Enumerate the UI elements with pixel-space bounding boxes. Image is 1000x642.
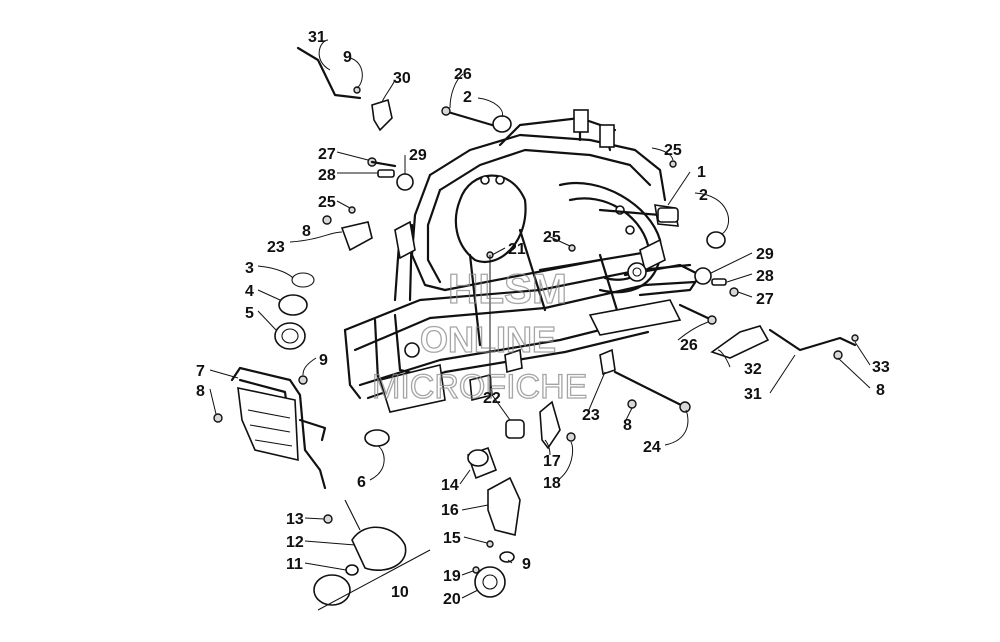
main-frame (343, 109, 702, 413)
callout-14: 14 (441, 477, 459, 494)
callout-8: 8 (623, 417, 632, 434)
callout-10: 10 (391, 584, 409, 601)
callout-29: 29 (409, 147, 427, 164)
front-bumper-7 (230, 366, 327, 490)
callout-4: 4 (245, 283, 254, 300)
callout-33: 33 (872, 359, 890, 376)
callout-8: 8 (302, 223, 311, 240)
callout-22: 22 (483, 390, 501, 407)
callout-31: 31 (308, 29, 326, 46)
callout-25: 25 (664, 142, 682, 159)
callout-26: 26 (680, 337, 698, 354)
bearing-5 (274, 322, 306, 350)
bushing-2b (706, 231, 726, 249)
leader-lines (209, 39, 871, 599)
callout-17: 17 (543, 453, 561, 470)
callout-9: 9 (343, 49, 352, 66)
callout-32: 32 (744, 361, 762, 378)
clip-30 (371, 98, 393, 132)
watermark: HLSM ONLINE MICROFICHE (371, 264, 588, 406)
callout-18: 18 (543, 475, 561, 492)
callout-2: 2 (699, 187, 708, 204)
callout-28: 28 (756, 268, 774, 285)
callout-27: 27 (756, 291, 774, 308)
callout-20: 20 (443, 591, 461, 608)
callout-15: 15 (443, 530, 461, 547)
callout-23: 23 (267, 239, 285, 256)
bushing-2a (492, 115, 512, 133)
callout-5: 5 (245, 305, 254, 322)
callout-2: 2 (463, 89, 472, 106)
callout-29: 29 (756, 246, 774, 263)
callout-21: 21 (508, 241, 526, 258)
callout-25: 25 (318, 194, 336, 211)
callout-7: 7 (196, 363, 205, 380)
cable-rod-top (296, 46, 362, 100)
callout-13: 13 (286, 511, 304, 528)
callout-8: 8 (876, 382, 885, 399)
nut-9a (353, 86, 361, 94)
callout-12: 12 (286, 534, 304, 551)
callout-28: 28 (318, 167, 336, 184)
callout-9: 9 (319, 352, 328, 369)
horn-bracket-16 (487, 476, 521, 536)
callout-25: 25 (543, 229, 561, 246)
callout-24: 24 (643, 439, 661, 456)
cable-rod-bottom (768, 328, 857, 352)
callout-1: 1 (697, 164, 706, 181)
headlight-assembly-10 (313, 499, 431, 611)
bracket-32 (710, 325, 770, 359)
grommet-6 (364, 429, 390, 447)
washer-4 (278, 294, 308, 316)
bolt-24 (613, 370, 687, 409)
watermark-line-3: MICROFICHE (372, 368, 587, 406)
callout-3: 3 (245, 260, 254, 277)
callout-26: 26 (454, 66, 472, 83)
callout-8: 8 (196, 383, 205, 400)
callout-labels: 31 9 30 26 2 27 29 28 25 8 23 25 1 2 21 … (196, 29, 890, 608)
bolt-26a (446, 110, 494, 127)
bushing-22 (505, 419, 525, 439)
callout-31: 31 (744, 386, 762, 403)
watermark-line-1: HLSM (448, 265, 567, 312)
watermark-line-2: ONLINE (420, 319, 556, 360)
callout-23: 23 (582, 407, 600, 424)
callout-27: 27 (318, 146, 336, 163)
callout-9: 9 (522, 556, 531, 573)
callout-30: 30 (393, 70, 411, 87)
horn-20 (474, 566, 506, 598)
callout-19: 19 (443, 568, 461, 585)
callout-11: 11 (286, 556, 303, 573)
callout-16: 16 (441, 502, 459, 519)
callout-6: 6 (357, 474, 366, 491)
snap-ring-3 (291, 272, 315, 288)
